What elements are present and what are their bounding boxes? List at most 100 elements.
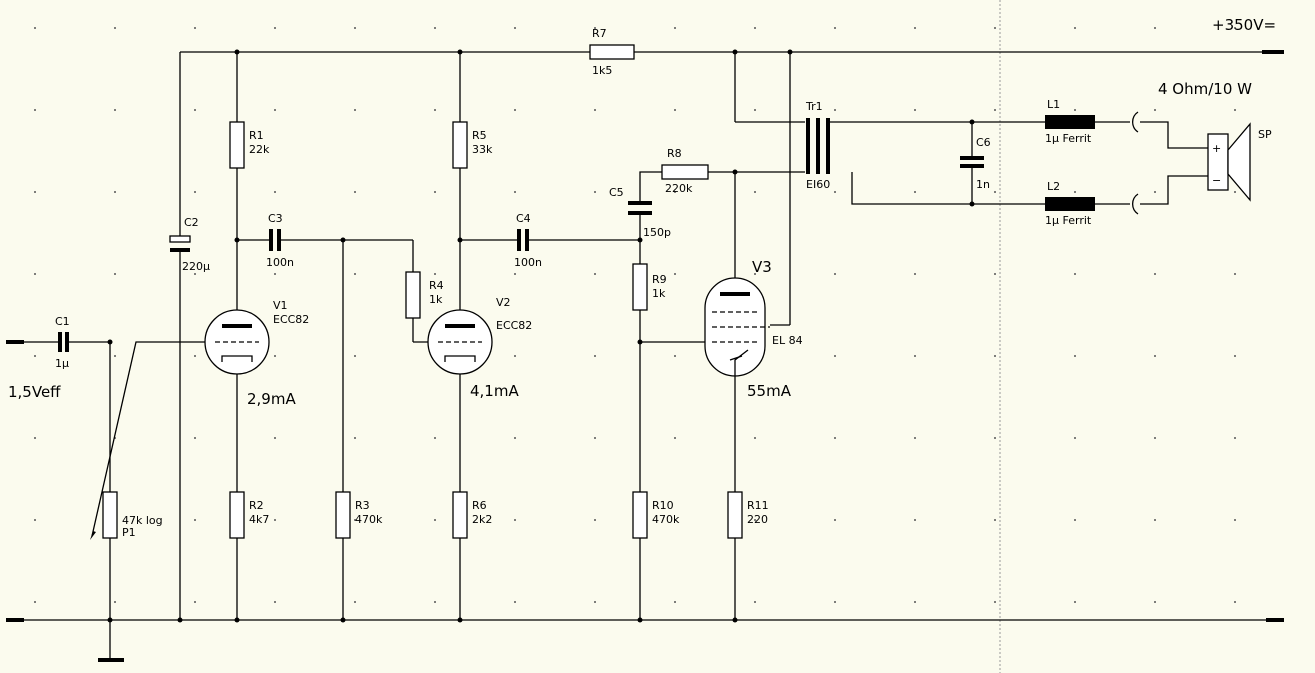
grid-dot (354, 601, 356, 603)
grid-dot (194, 601, 196, 603)
grid-dot (34, 109, 36, 111)
resistor-r2 (229, 491, 245, 539)
capacitor-c6 (960, 122, 984, 204)
resistor-r5 (452, 121, 468, 169)
grid-dot (434, 437, 436, 439)
r6-name: R6 (472, 499, 487, 512)
r3-name: R3 (355, 499, 370, 512)
ground-rail (6, 618, 1284, 662)
c2-name: C2 (184, 216, 199, 229)
grid-dot (914, 191, 916, 193)
grid-dot (674, 191, 676, 193)
grid-dot (114, 273, 116, 275)
r2-name: R2 (249, 499, 264, 512)
grid-dot (754, 601, 756, 603)
grid-dot (754, 437, 756, 439)
grid-dot (914, 601, 916, 603)
current-v3: 55mA (747, 382, 792, 400)
resistor-r1 (229, 121, 245, 169)
v2-name: V2 (496, 296, 511, 309)
c5-value: 150p (643, 226, 671, 239)
grid-dot (34, 355, 36, 357)
output-wiring (734, 52, 805, 620)
input-wiring (6, 340, 205, 620)
grid-dot (514, 109, 516, 111)
grid-dot (514, 191, 516, 193)
tube-v2 (427, 309, 493, 375)
grid-dot (1234, 191, 1236, 193)
grid-dot (274, 109, 276, 111)
grid-dot (114, 191, 116, 193)
grid-dot (994, 273, 996, 275)
c5-name: C5 (609, 186, 624, 199)
grid-dot (34, 437, 36, 439)
grid-dot (1074, 27, 1076, 29)
grid-dot (834, 519, 836, 521)
r9-name: R9 (652, 273, 667, 286)
grid-dot (674, 437, 676, 439)
capacitor-c4 (517, 229, 529, 251)
r7-name: R7 (592, 27, 607, 40)
r10-value: 470k (652, 513, 680, 526)
grid-dot (1234, 437, 1236, 439)
grid-dot (914, 437, 916, 439)
grid-dot (194, 109, 196, 111)
grid-dot (114, 109, 116, 111)
grid-dot (514, 273, 516, 275)
grid-dot (834, 191, 836, 193)
grid-dot (754, 273, 756, 275)
grid-dot (594, 601, 596, 603)
c6-name: C6 (976, 136, 991, 149)
grid-dot (594, 273, 596, 275)
tr1-name: Tr1 (805, 100, 823, 113)
grid-dot (994, 519, 996, 521)
junction-dots (107, 49, 975, 623)
grid-dot (354, 27, 356, 29)
current-v1: 2,9mA (247, 390, 296, 408)
grid-dot (274, 273, 276, 275)
r2-value: 4k7 (249, 513, 269, 526)
capacitor-c2 (169, 52, 191, 620)
grid-dot (1154, 437, 1156, 439)
c2-value: 220µ (182, 260, 210, 273)
c1-value: 1µ (55, 357, 69, 370)
speaker-name: SP (1258, 128, 1272, 141)
grid-dot (674, 273, 676, 275)
grid-dot (434, 109, 436, 111)
grid-dot (1074, 437, 1076, 439)
r5-name: R5 (472, 129, 487, 142)
grid-dot (1074, 519, 1076, 521)
tr1-value: EI60 (806, 178, 830, 191)
grid-dot (354, 519, 356, 521)
grid-dot (594, 355, 596, 357)
tube-v3 (704, 277, 770, 392)
grid-dot (354, 109, 356, 111)
grid-dot (1234, 519, 1236, 521)
grid-dot (754, 109, 756, 111)
grid-dot (1154, 27, 1156, 29)
grid-dot (1234, 601, 1236, 603)
grid-dot (1154, 273, 1156, 275)
l2-name: L2 (1047, 180, 1060, 193)
speaker-plus: + (1212, 142, 1221, 155)
grid-dot (834, 355, 836, 357)
grid-dot (34, 519, 36, 521)
grid-dot (914, 519, 916, 521)
grid-dot (914, 355, 916, 357)
r8-name: R8 (667, 147, 682, 160)
grid-dot (274, 519, 276, 521)
v3-type: EL 84 (772, 334, 803, 347)
grid-dot (1154, 601, 1156, 603)
grid-dot (514, 437, 516, 439)
r6-value: 2k2 (472, 513, 492, 526)
grid-dot (1074, 355, 1076, 357)
r4-name: R4 (429, 279, 444, 292)
l1-value: 1µ Ferrit (1045, 132, 1092, 145)
grid-dot (674, 601, 676, 603)
grid-dot (994, 191, 996, 193)
c3-name: C3 (268, 212, 283, 225)
grid-dot (354, 437, 356, 439)
grid-dot (514, 27, 516, 29)
